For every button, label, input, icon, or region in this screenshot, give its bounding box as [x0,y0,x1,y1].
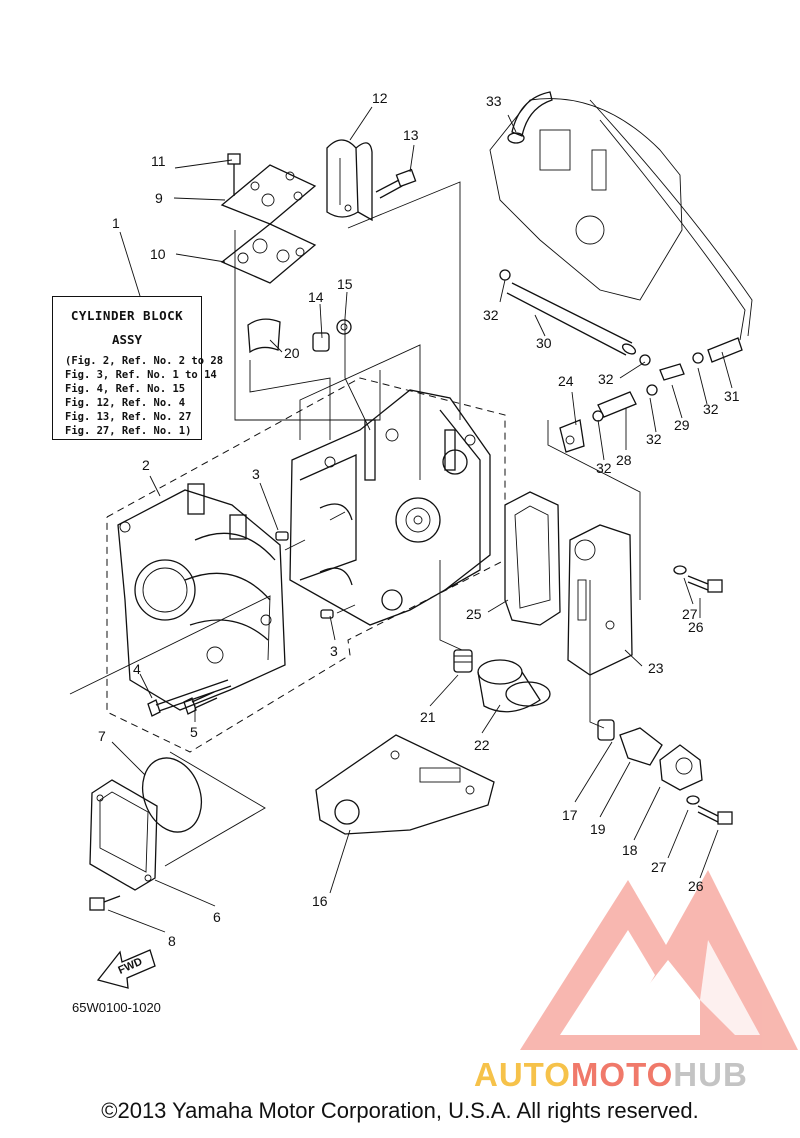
hose-31 [589,99,753,363]
label-ref-line: Fig. 3, Ref. No. 1 to 14 [65,369,217,381]
callout-32c: 32 [703,401,719,417]
callout-30: 30 [536,335,552,351]
washer-27-bottom [686,795,700,805]
plug-14 [312,332,330,352]
callout-29: 29 [674,417,690,433]
callout-1: 1 [112,215,120,231]
callout-24: 24 [558,373,574,389]
callout-9: 9 [155,190,163,206]
label-ref-line: Fig. 4, Ref. No. 15 [65,383,186,395]
washer-15 [336,319,352,335]
clamps-32 [499,269,704,422]
bracket-12 [326,139,373,222]
fwd-label: FWD [116,956,144,977]
assembly-dashed-outline [106,377,506,753]
label-ref-line: Fig. 12, Ref. No. 4 [65,397,186,409]
callout-31: 31 [724,388,740,404]
callout-8: 8 [168,933,176,949]
label-ref-line: Fig. 27, Ref. No. 1) [65,425,192,437]
callout-26b: 26 [688,878,704,894]
gasket-10 [220,223,317,284]
callout-22: 22 [474,737,490,753]
bolt-13 [375,168,417,199]
crankcase-2 [117,483,286,711]
bolt-26-bottom [697,805,733,825]
callout-3a: 3 [252,466,260,482]
gasket-19 [619,727,663,766]
callout-10: 10 [150,246,166,262]
label-title-line2: ASSY [111,332,143,347]
callout-28: 28 [616,452,632,468]
callout-11: 11 [151,153,166,169]
bolts-4-5 [147,679,232,717]
callout-32a: 32 [483,307,499,323]
hose-30 [506,282,637,356]
callout-20: 20 [284,345,300,361]
fwd-arrow-icon: FWD [96,949,156,989]
gasket-16 [315,734,495,835]
cover-23 [567,524,633,676]
callout-23: 23 [648,660,664,676]
leader-lines [69,106,733,933]
copyright-notice: ©2013 Yamaha Motor Corporation, U.S.A. A… [101,1098,699,1123]
label-title-line1: CYLINDER BLOCK [70,308,184,323]
callout-13: 13 [403,127,419,143]
washer-27-top [673,565,687,575]
watermark-text-auto: AUTO [474,1056,571,1093]
callout-27a: 27 [682,606,698,622]
part-20 [247,318,281,354]
callout-3b: 3 [330,643,338,659]
gasket-25 [504,491,561,626]
callout-18: 18 [622,842,638,858]
callout-4: 4 [133,661,141,677]
plug-21 [453,649,473,673]
callout-7: 7 [98,728,106,744]
callout-21: 21 [420,709,436,725]
callout-17: 17 [562,807,578,823]
gasket-7 [142,757,202,833]
callout-numbers: 1 2 3 3 4 5 6 7 8 9 10 11 12 13 14 15 16… [98,90,740,949]
callout-14: 14 [308,289,324,305]
callout-15: 15 [337,276,353,292]
callout-25: 25 [466,606,482,622]
bolt-8 [89,895,121,911]
callout-2: 2 [142,457,150,473]
cylinder-block-assy-label: CYLINDER BLOCK ASSY (Fig. 2, Ref. No. 2 … [52,296,224,440]
hose-33-region [489,91,683,301]
watermark-brand-text: AUTOMOTOHUB [474,1056,748,1094]
oil-filter-22 [477,659,551,713]
callout-19: 19 [590,821,606,837]
bolt-11 [227,153,241,196]
callout-12: 12 [372,90,388,106]
fitting-24 [559,419,585,453]
callout-33: 33 [486,93,502,109]
callout-16: 16 [312,893,328,909]
cylinder-block [289,389,491,626]
dowel-pins-3 [275,531,334,619]
cover-6 [89,779,158,891]
catalog-number: 65W0100-1020 [72,1000,161,1015]
label-ref-line: (Fig. 2, Ref. No. 2 to 28 [65,355,224,367]
cover-18 [659,744,703,791]
callout-6: 6 [213,909,221,925]
label-ref-line: Fig. 13, Ref. No. 27 [65,411,192,423]
callout-32b: 32 [598,371,614,387]
hose-28 [597,391,637,418]
fitting-29 [659,363,685,381]
callout-32e: 32 [596,460,612,476]
thermostat-17 [597,719,615,741]
callout-5: 5 [190,724,198,740]
callout-32d: 32 [646,431,662,447]
watermark-text-moto: MOTO [570,1056,674,1093]
watermark-text-hub: HUB [673,1056,748,1093]
plate-9 [220,164,317,225]
callout-26a: 26 [688,619,704,635]
bolt-26-top [687,575,723,593]
callout-27b: 27 [651,859,667,875]
watermark-logo [520,870,798,1050]
